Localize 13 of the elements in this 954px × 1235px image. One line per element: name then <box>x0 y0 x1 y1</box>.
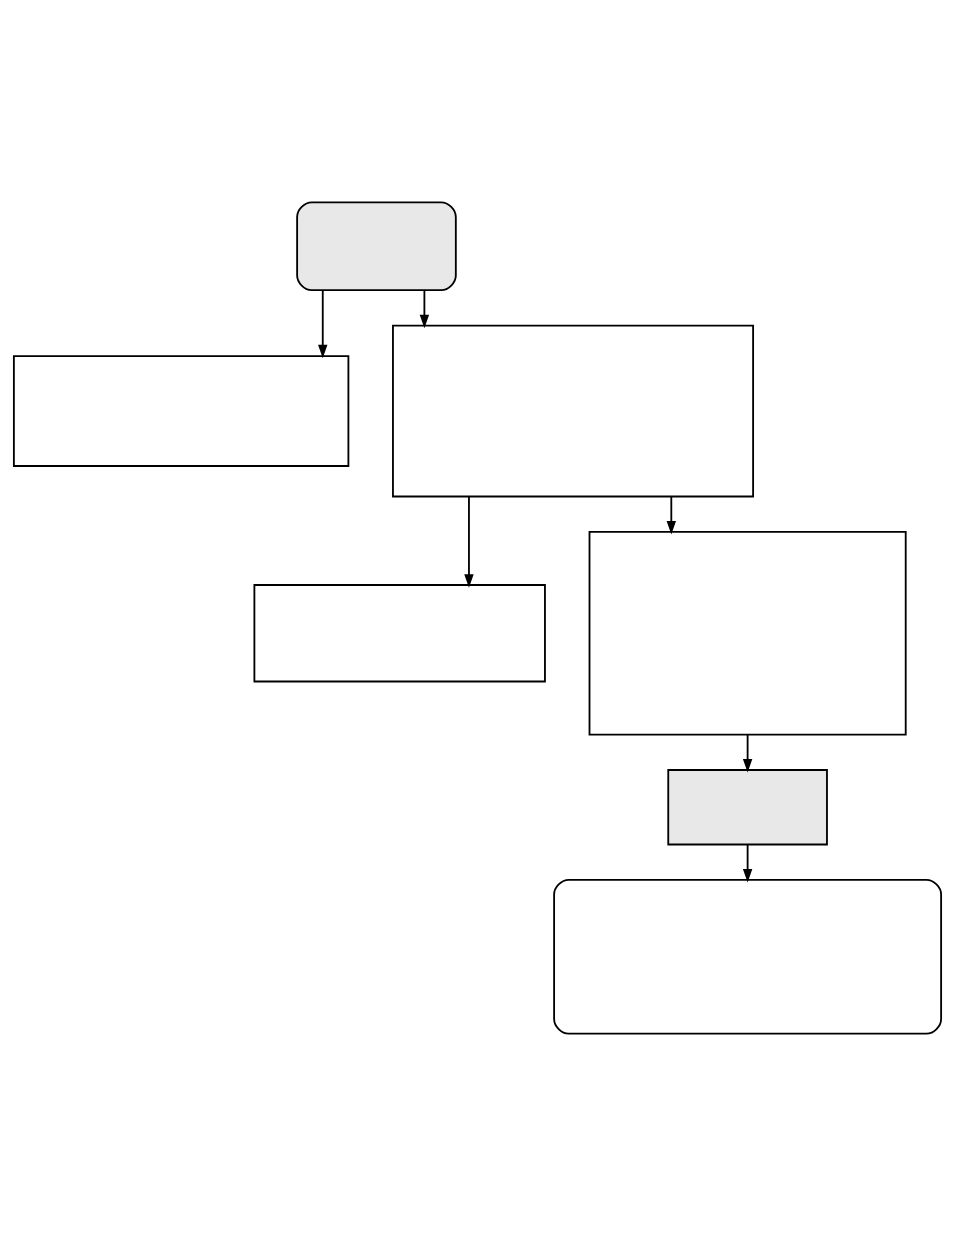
arrow <box>463 495 474 588</box>
arrow <box>419 289 429 328</box>
node-box <box>588 530 907 735</box>
node-box <box>391 324 754 497</box>
arrow <box>317 289 327 358</box>
node-box <box>552 878 942 1035</box>
arrow <box>666 495 676 535</box>
node-box <box>295 200 457 291</box>
arrow <box>742 843 752 882</box>
arrow <box>742 733 752 772</box>
node-box <box>12 354 349 467</box>
node-box <box>666 768 828 845</box>
node-box <box>252 583 546 682</box>
